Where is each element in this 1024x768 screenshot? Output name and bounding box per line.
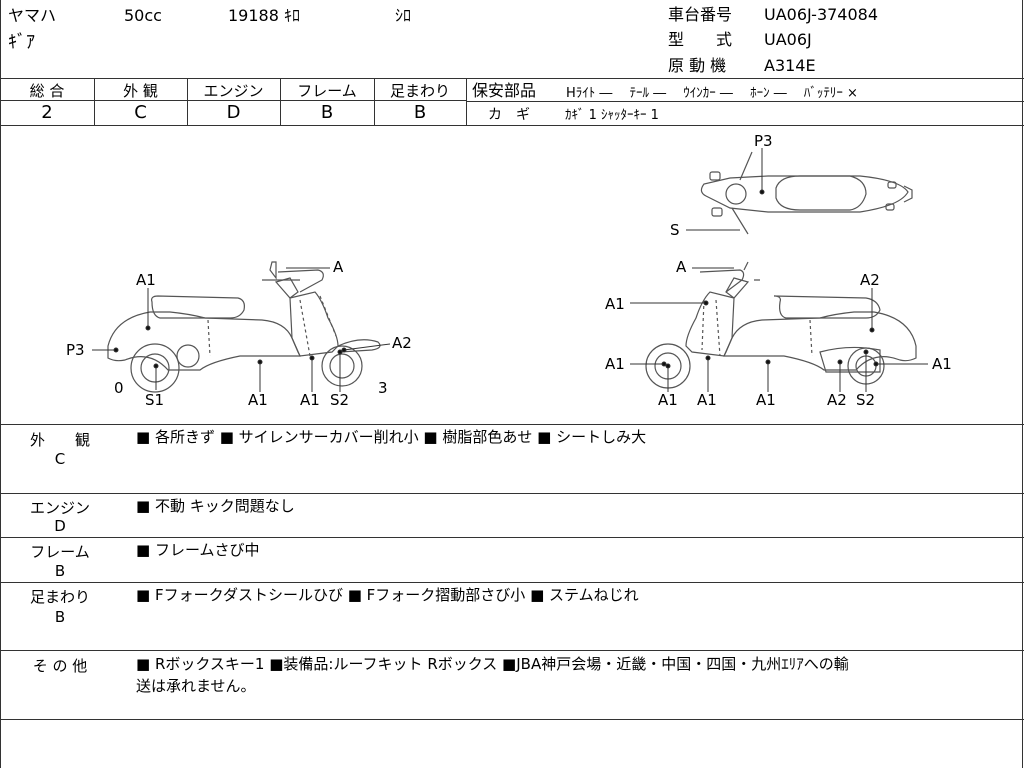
grade-value-overall: 2 <box>41 102 53 123</box>
maker: ヤマハ <box>8 6 57 25</box>
engine-label: 原 動 機 <box>668 56 727 75</box>
grade-divider-4 <box>374 78 375 125</box>
safety-label: 保安部品 <box>472 81 537 100</box>
divider-diagram-bottom <box>0 424 1024 425</box>
label-right-bottom-s2: S2 <box>856 391 875 409</box>
divider-sec-5 <box>0 719 1024 720</box>
label-right-bottom-a2: A2 <box>827 391 847 409</box>
label-left-0: 0 <box>114 379 124 397</box>
right-border <box>1022 0 1023 768</box>
divider-grade-label <box>0 100 466 101</box>
section-suspension-label: 足まわり <box>29 588 90 606</box>
color: ｼﾛ <box>395 6 412 25</box>
grade-divider-1 <box>94 78 95 125</box>
section-other-text: ■ Rボックスキー1 ■装備品:ルーフキット Rボックス ■JBA神戸会場・近畿… <box>136 655 849 673</box>
label-right-a1-front: A1 <box>605 295 625 313</box>
label-right-a1-rear: A1 <box>932 355 952 373</box>
label-left-a1-front: A1 <box>300 391 320 409</box>
grade-divider-3 <box>280 78 281 125</box>
label-top-p3: P3 <box>754 132 773 150</box>
displacement: 50cc <box>124 6 162 25</box>
divider-grades-top <box>0 78 1024 79</box>
label-right-bottom-a1-3: A1 <box>756 391 776 409</box>
label-right-a2: A2 <box>860 271 880 289</box>
grade-value-engine: D <box>226 102 241 123</box>
section-engine-text: ■ 不動 キック問題なし <box>136 497 295 515</box>
label-left-a2: A2 <box>392 334 412 352</box>
grade-label-suspension: 足まわり <box>389 82 450 100</box>
label-left-3: 3 <box>378 379 388 397</box>
model-name: ｷﾞｱ <box>8 32 35 53</box>
divider-sec-1 <box>0 493 1024 494</box>
label-left-a1-center: A1 <box>248 391 268 409</box>
mileage: 19188 ｷﾛ <box>228 6 300 25</box>
frame-no-label: 車台番号 <box>668 5 733 24</box>
section-engine-grade: D <box>54 517 66 535</box>
divider-sec-4 <box>0 650 1024 651</box>
damage-diagram: A A1 P3 A2 0 3 S1 A1 A1 S2 P3 S A A2 A1 … <box>66 132 952 409</box>
grade-label-engine: エンジン <box>203 82 264 100</box>
grade-value-exterior: C <box>134 102 147 123</box>
divider-sec-2 <box>0 537 1024 538</box>
label-right-bottom-a1-1: A1 <box>658 391 678 409</box>
top-scooter <box>700 151 913 235</box>
grade-label-exterior: 外 観 <box>123 82 158 100</box>
grade-label-frame: フレーム <box>297 82 357 100</box>
label-left-a: A <box>333 258 344 276</box>
label-left-s1: S1 <box>145 391 164 409</box>
type-value: UA06J <box>764 30 812 49</box>
key-items: ｶｷﾞ 1 ｼｬｯﾀｰｷｰ 1 <box>565 108 659 123</box>
section-exterior-label: 外 観 <box>29 431 90 449</box>
section-exterior-grade: C <box>54 450 66 468</box>
label-right-a: A <box>676 258 687 276</box>
type-label: 型 式 <box>668 30 733 49</box>
label-right-a1-wheel: A1 <box>605 355 625 373</box>
section-engine-label: エンジン <box>29 499 90 517</box>
label-right-bottom-a1-2: A1 <box>697 391 717 409</box>
grade-divider-2 <box>187 78 188 125</box>
divider-safety <box>466 101 1024 102</box>
section-frame-grade: B <box>54 562 66 580</box>
grade-value-suspension: B <box>413 102 427 123</box>
grade-divider-5 <box>466 78 467 125</box>
divider-sec-3 <box>0 582 1024 583</box>
section-exterior-text: ■ 各所きず ■ サイレンサーカバー削れ小 ■ 樹脂部色あせ ■ シートしみ大 <box>136 428 647 446</box>
frame-no: UA06J-374084 <box>764 5 879 24</box>
grade-value-frame: B <box>320 102 334 123</box>
section-other-text-2: 送は承れません。 <box>136 677 256 695</box>
left-border <box>0 0 1 768</box>
section-suspension-grade: B <box>54 608 66 626</box>
label-left-p3: P3 <box>66 341 85 359</box>
label-top-s: S <box>670 221 680 239</box>
left-scooter <box>107 261 381 393</box>
divider-grades-bottom <box>0 125 1024 126</box>
section-suspension-text: ■ Fフォークダストシールひび ■ Fフォーク摺動部さび小 ■ ステムねじれ <box>136 586 639 604</box>
grade-label-overall: 総 合 <box>29 82 65 100</box>
engine-value: A314E <box>764 56 816 75</box>
section-frame-label: フレーム <box>30 543 90 561</box>
section-other-label: そ の 他 <box>32 657 88 675</box>
safety-items: Hﾗｲﾄ ― ﾃｰﾙ ― ｳｲﾝｶｰ ― ﾎｰﾝ ― ﾊﾞｯﾃﾘｰ × <box>566 86 858 101</box>
label-left-a1-seat: A1 <box>136 271 156 289</box>
section-frame-text: ■ フレームさび中 <box>136 541 260 559</box>
label-left-s2: S2 <box>330 391 349 409</box>
key-label: カ ギ <box>488 107 530 123</box>
